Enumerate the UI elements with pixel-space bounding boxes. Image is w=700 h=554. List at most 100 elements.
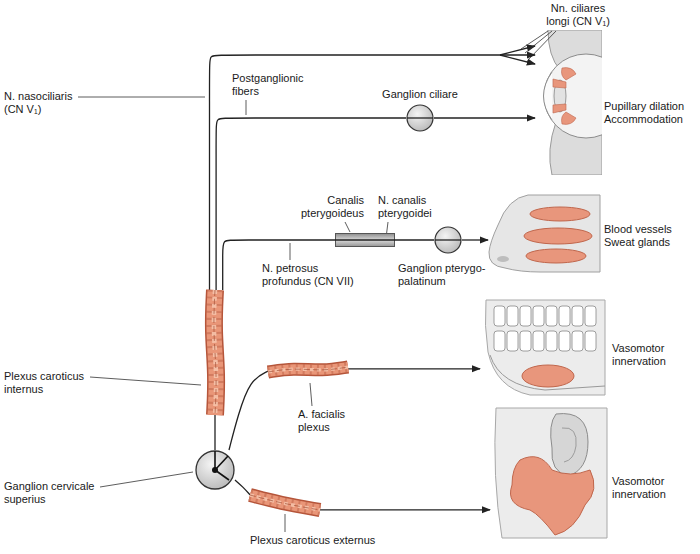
node-label: Canalis pterygoideus bbox=[294, 194, 364, 220]
ganglion-outline bbox=[407, 105, 433, 131]
plexus-strand bbox=[268, 367, 348, 372]
nerve-connector bbox=[214, 415, 215, 450]
leader-line bbox=[100, 472, 193, 487]
nerve-connector bbox=[348, 368, 480, 369]
plexus-strand bbox=[250, 495, 320, 510]
plexus-strand bbox=[268, 367, 348, 372]
node-label: Vasomotor innervation bbox=[612, 475, 692, 501]
ganglion-shape bbox=[434, 226, 462, 254]
canal-shape bbox=[335, 233, 395, 247]
nasal-concha bbox=[524, 228, 592, 244]
plexus-strand bbox=[268, 367, 348, 372]
node-label: Ganglion pterygo- palatinum bbox=[398, 262, 490, 288]
leader-line bbox=[78, 97, 205, 98]
part-label: N. petrosus profundus (CN VII) bbox=[262, 262, 366, 288]
tooth bbox=[533, 331, 544, 351]
leader-line bbox=[521, 31, 548, 49]
tooth bbox=[572, 306, 583, 326]
tube-shape bbox=[268, 358, 348, 382]
nostril bbox=[497, 256, 509, 262]
ganglion-fiber bbox=[407, 117, 433, 118]
canal-outline bbox=[336, 234, 395, 247]
leader-line bbox=[90, 377, 201, 385]
node-label: Pupillary dilation Accommodation bbox=[604, 100, 696, 126]
part-label: Postganglionic fibers bbox=[232, 72, 310, 98]
eye-target: Pupillary dilation Accommodation bbox=[535, 30, 602, 175]
plexus-strand bbox=[214, 290, 216, 415]
iris-dilator bbox=[553, 104, 566, 113]
node-label: Plexus caroticus externus bbox=[250, 534, 390, 547]
tooth bbox=[585, 331, 596, 351]
tooth bbox=[520, 306, 531, 326]
tooth bbox=[507, 306, 518, 326]
node-label: Ganglion cervicale superius bbox=[4, 480, 102, 506]
node-label: Ganglion ciliare bbox=[380, 88, 460, 101]
tooth bbox=[572, 331, 583, 351]
nerve-connector bbox=[210, 55, 536, 290]
leader-line bbox=[345, 222, 350, 232]
node-label: A. facialis plexus bbox=[298, 408, 356, 434]
jaw-illustration bbox=[485, 300, 605, 395]
node-label: Plexus caroticus internus bbox=[4, 370, 96, 396]
nerve-connector bbox=[216, 118, 406, 290]
teeth bbox=[494, 306, 596, 351]
nose-target: Blood vessels Sweat glands bbox=[488, 193, 600, 275]
plexus-strand bbox=[250, 495, 320, 510]
part-label: N. nasociliaris (CN V₁) bbox=[4, 90, 86, 116]
plexus-strand bbox=[214, 290, 216, 415]
parotid-target: Vasomotor innervation bbox=[490, 405, 608, 540]
plexus-tube: Plexus caroticus internus bbox=[204, 290, 226, 415]
ciliary-body bbox=[562, 68, 577, 80]
plexus-tube: A. facialis plexus bbox=[268, 358, 348, 382]
submandibular-gland bbox=[522, 365, 574, 387]
leader-line bbox=[310, 383, 312, 406]
ear bbox=[551, 414, 588, 476]
eyeball bbox=[544, 54, 602, 138]
plexus-tube: Plexus caroticus externus bbox=[250, 486, 320, 520]
ear-fold bbox=[562, 428, 576, 462]
plexus-strand bbox=[250, 495, 320, 510]
tooth bbox=[585, 306, 596, 326]
leader-line bbox=[290, 243, 291, 260]
nasal-concha bbox=[530, 207, 590, 221]
parotid-gland bbox=[510, 457, 594, 535]
tooth bbox=[533, 306, 544, 326]
nerve-connector bbox=[434, 117, 535, 118]
mandible-line bbox=[490, 355, 605, 390]
nerve-connector bbox=[235, 480, 250, 495]
tube-shape bbox=[204, 290, 226, 415]
nerve-connector bbox=[320, 509, 490, 510]
nerve-connector bbox=[395, 239, 434, 240]
leader-line bbox=[285, 514, 286, 532]
plexus-strand bbox=[268, 367, 348, 372]
face-outline bbox=[495, 408, 607, 538]
cervical-shape bbox=[195, 450, 235, 490]
node-label: Blood vessels Sweat glands bbox=[604, 223, 690, 249]
ganglion-fiber bbox=[435, 239, 461, 240]
node-label: Vasomotor innervation bbox=[612, 342, 692, 368]
tooth bbox=[507, 331, 518, 351]
node-label: N. canalis pterygoidei bbox=[378, 194, 442, 220]
tooth bbox=[494, 306, 505, 326]
part-label: Nn. ciliares longi (CN V₁) bbox=[540, 2, 616, 28]
cornea bbox=[544, 72, 553, 120]
tube-shape bbox=[250, 486, 320, 520]
tooth bbox=[559, 306, 570, 326]
tooth bbox=[546, 306, 557, 326]
canal-nerve bbox=[335, 239, 395, 240]
tooth bbox=[559, 331, 570, 351]
nose-outline bbox=[489, 195, 600, 272]
parotid-illustration bbox=[495, 408, 607, 538]
nerve-connector bbox=[462, 239, 488, 240]
eye-illustration bbox=[544, 30, 603, 175]
iris-dilator bbox=[553, 79, 566, 88]
plexus-strand bbox=[250, 495, 320, 510]
lens bbox=[554, 80, 566, 112]
tooth bbox=[546, 331, 557, 351]
ganglion-cell bbox=[212, 467, 218, 473]
ciliary-body bbox=[562, 112, 577, 124]
jaw-target: Vasomotor innervation bbox=[480, 292, 605, 397]
tooth bbox=[494, 331, 505, 351]
nerve-branch bbox=[500, 46, 535, 55]
ganglion-circle: Ganglion ciliare bbox=[406, 104, 434, 132]
